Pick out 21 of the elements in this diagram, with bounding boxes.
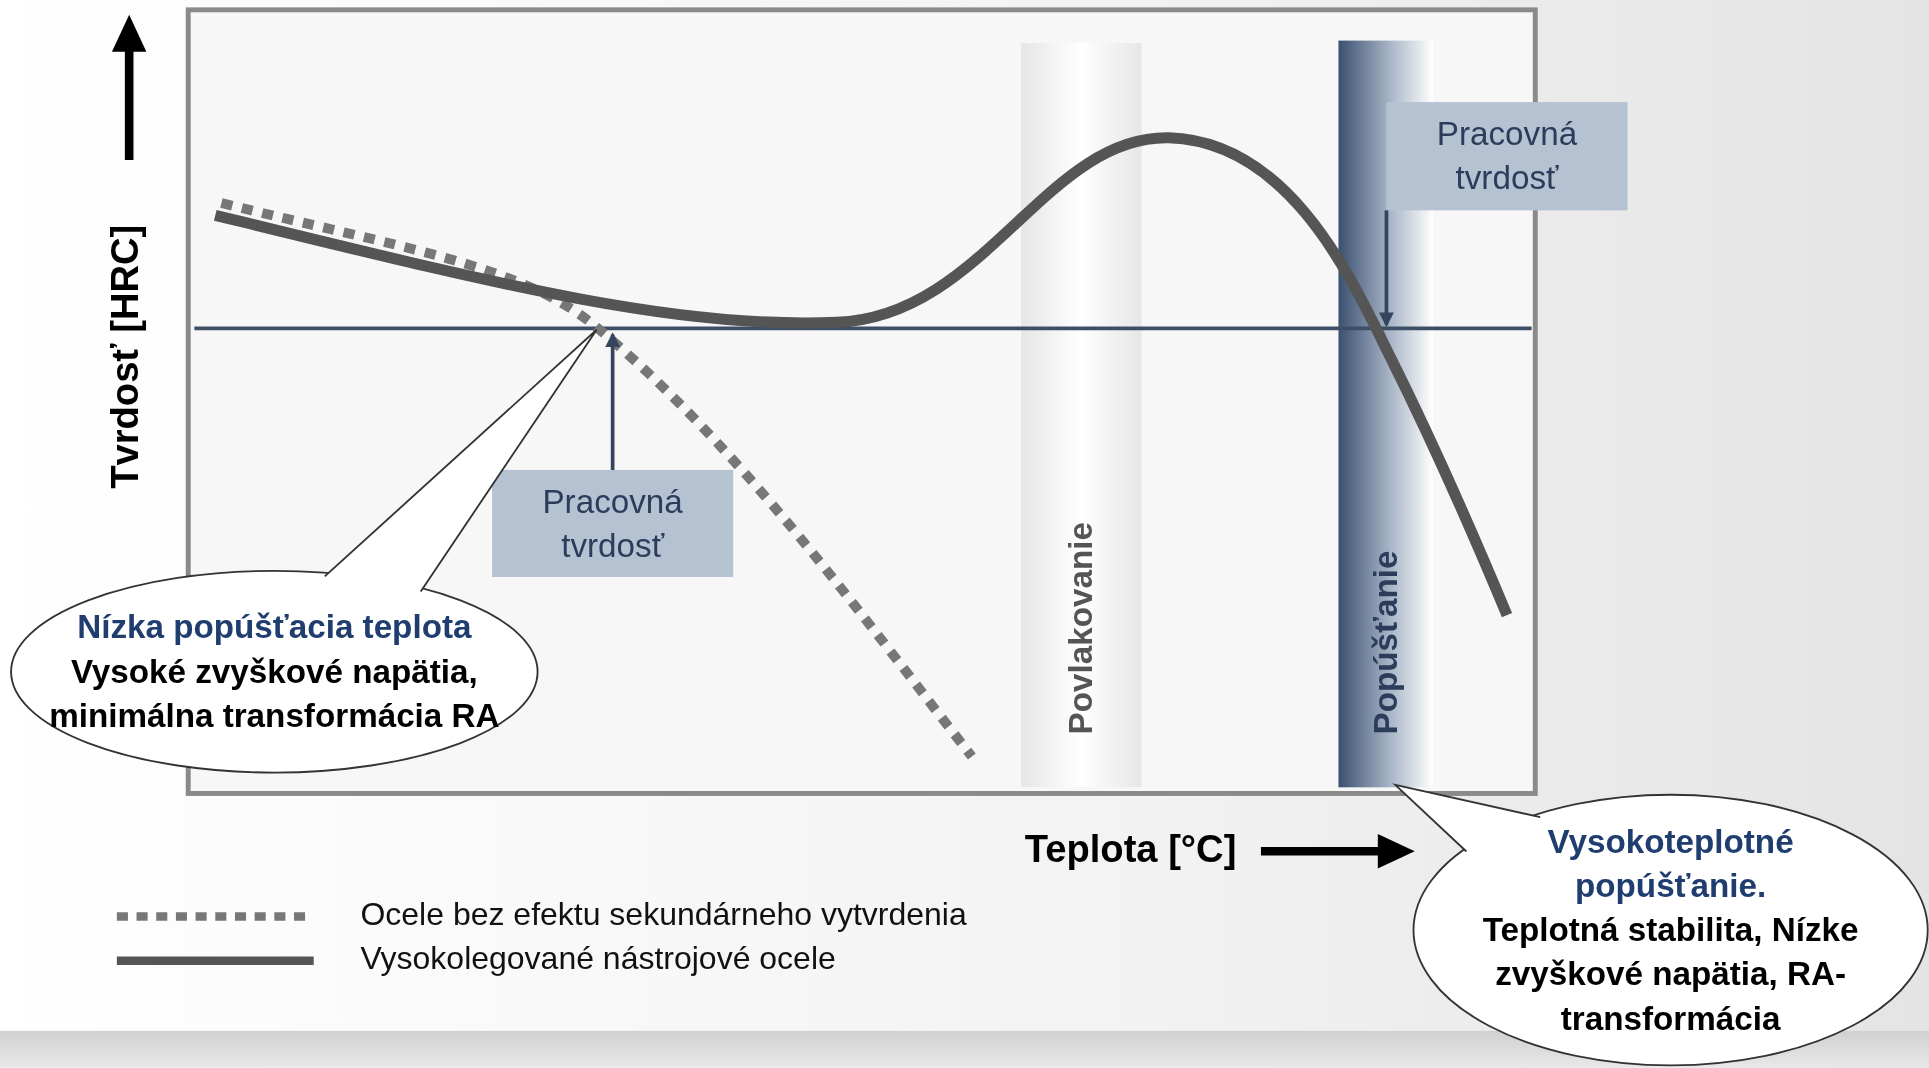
box-text: Pracovná tvrdosť: [1435, 114, 1579, 199]
callout-heading: Vysokoteplotné popúšťanie.: [1546, 822, 1795, 907]
note-box: [1386, 102, 1628, 211]
axis-title: Tvrdosť [HRC]: [103, 224, 148, 489]
axis-title: Teplota [°C]: [1024, 827, 1237, 873]
callout-tail: [1392, 783, 1542, 853]
callout-text: Teplotná stabilita, Nízke zvyškové napätia, RA-transformácia: [1481, 910, 1860, 1040]
note-box: [492, 469, 734, 577]
callout-tail: [323, 328, 598, 593]
band-label: Povlakovanie: [1062, 522, 1101, 735]
callout-heading: Nízka popúšťacia teplota: [77, 607, 472, 648]
callout-text: Vysoké zvyškové napätia, minimálna transformácia RA: [48, 652, 501, 737]
speech-bubble: [9, 569, 539, 774]
band-label: Popúšťanie: [1366, 550, 1405, 735]
arrow: [1379, 210, 1394, 328]
box-text: Pracovná tvrdosť: [541, 481, 684, 567]
speech-bubble: [1412, 793, 1929, 1067]
process-band: [1021, 43, 1142, 788]
legend-text: Ocele bez efektu sekundárneho vytvrdenia: [360, 895, 967, 934]
legend-text: Vysokolegované nástrojové ocele: [360, 939, 836, 978]
arrow: [605, 332, 620, 470]
